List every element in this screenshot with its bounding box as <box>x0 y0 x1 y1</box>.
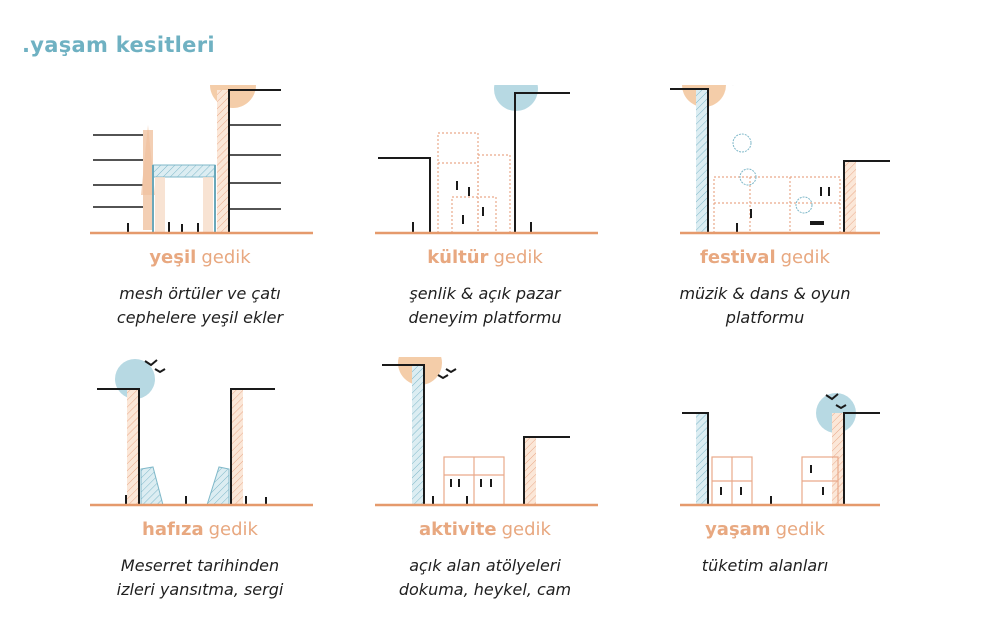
festival-section-drawing <box>670 85 890 235</box>
bird-icon <box>144 359 166 374</box>
yesil-section-drawing <box>90 85 313 235</box>
section-description: tüketim alanları <box>701 556 829 575</box>
people-icon <box>412 181 532 232</box>
aktivite-section-drawing <box>375 357 598 507</box>
people-icon <box>432 479 492 504</box>
tree-icon <box>141 125 155 230</box>
people-icon <box>736 187 830 232</box>
page-title: .yaşam kesitleri <box>22 33 215 57</box>
people-icon <box>127 222 199 232</box>
hafiza-section-drawing <box>90 359 313 507</box>
people-icon <box>125 495 267 504</box>
yasam-section-drawing <box>680 393 880 507</box>
bird-icon <box>437 368 457 380</box>
kultur-section-drawing <box>375 85 598 235</box>
bird-icon <box>825 393 847 410</box>
sun-icon <box>210 85 256 108</box>
people-icon <box>720 465 824 504</box>
